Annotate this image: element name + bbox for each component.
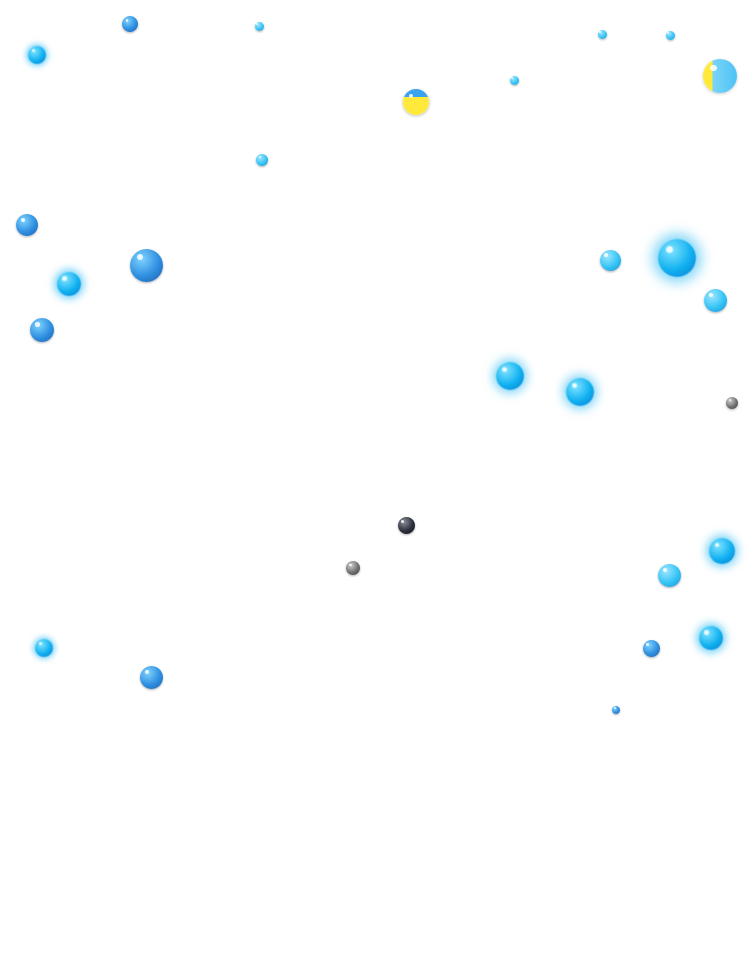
bubble-24 — [35, 639, 53, 657]
bubble-highlight — [710, 65, 717, 72]
bubble-1 — [122, 16, 138, 32]
bubble-16 — [703, 288, 727, 312]
bubble-12 — [57, 272, 81, 296]
bubble-19 — [726, 397, 738, 409]
bubble-highlight — [613, 707, 616, 710]
bubble-13 — [30, 318, 54, 342]
bubble-28 — [612, 706, 620, 714]
bubble-23 — [657, 563, 681, 587]
bubble-7 — [403, 89, 429, 115]
bubble-highlight — [408, 93, 414, 99]
bubble-highlight — [502, 367, 508, 373]
bubble-9 — [256, 154, 268, 166]
bubble-20 — [397, 516, 415, 534]
bubble-highlight — [728, 399, 731, 402]
bubble-highlight — [144, 669, 149, 674]
bubble-18 — [566, 378, 594, 406]
bubble-27 — [699, 626, 723, 650]
bubble-3 — [28, 46, 46, 64]
bubble-highlight — [31, 49, 36, 53]
bubble-highlight — [62, 276, 67, 281]
bubble-highlight — [662, 567, 667, 572]
bubble-highlight — [349, 563, 352, 567]
bubble-4 — [597, 29, 607, 39]
bubble-highlight — [646, 642, 650, 646]
bubble-highlight — [38, 642, 43, 646]
bubble-5 — [665, 30, 675, 40]
bubble-highlight — [667, 32, 670, 35]
bubble-highlight — [714, 542, 720, 548]
bubble-17 — [496, 362, 524, 390]
bubble-highlight — [599, 31, 602, 34]
bubble-25 — [139, 665, 163, 689]
bubble-highlight — [708, 292, 713, 297]
bubble-highlight — [258, 156, 261, 159]
bubble-26 — [642, 639, 660, 657]
bubble-22 — [709, 538, 735, 564]
bubble-highlight — [256, 23, 259, 26]
bubble-highlight — [604, 253, 608, 258]
bubble-15 — [658, 239, 696, 277]
bubble-highlight — [401, 519, 405, 523]
bubble-highlight — [35, 322, 40, 327]
bubble-14 — [599, 249, 621, 271]
bubble-21 — [346, 561, 360, 575]
bubble-highlight — [20, 217, 25, 222]
bubble-2 — [254, 21, 264, 31]
bubble-6 — [509, 75, 519, 85]
bubble-highlight — [136, 254, 143, 261]
bubble-highlight — [704, 630, 709, 635]
bubble-highlight — [666, 245, 674, 253]
bubble-11 — [129, 248, 163, 282]
bubble-highlight — [572, 383, 578, 389]
bubble-8 — [703, 59, 737, 93]
bubble-highlight — [511, 77, 514, 80]
bubble-10 — [16, 214, 38, 236]
bubble-highlight — [125, 18, 129, 22]
